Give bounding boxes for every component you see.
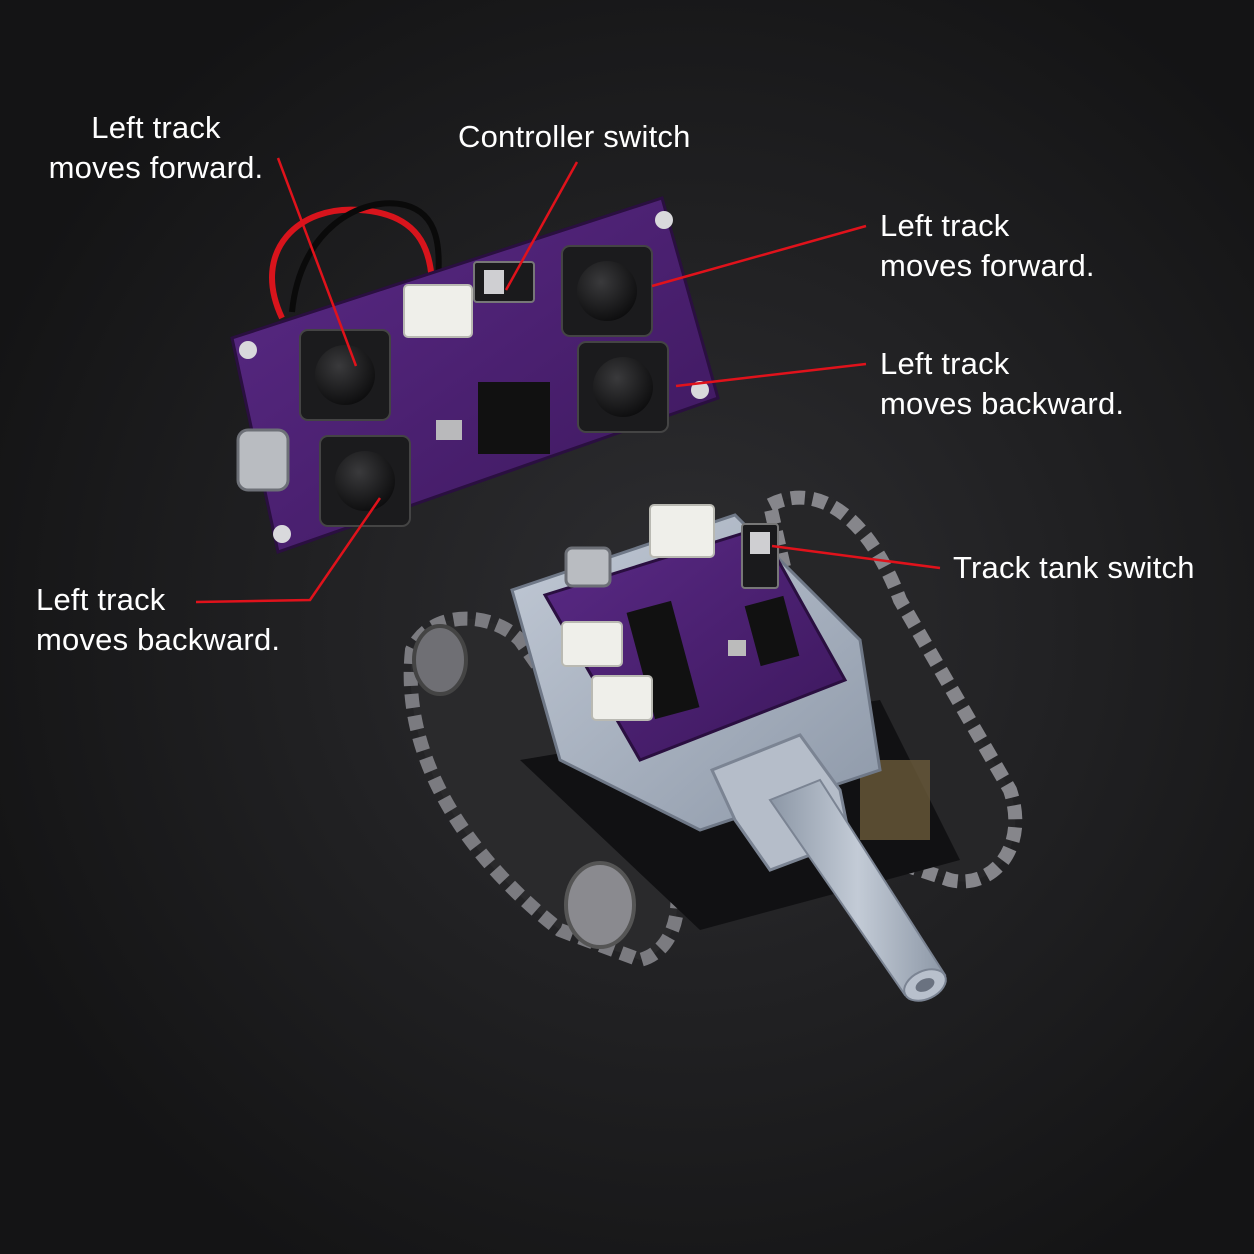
- mount-hole-icon: [273, 525, 291, 543]
- leader-line-controller-switch: [504, 161, 579, 291]
- left-track-icon: [403, 611, 685, 968]
- callout-left-track-backward-left: Left track moves backward.: [36, 580, 280, 660]
- leader-line-bottom-right: [675, 362, 867, 388]
- button-top-left-icon: [299, 329, 391, 421]
- tank-connector-icon: [649, 504, 715, 558]
- callout-left-track-backward-right: Left track moves backward.: [880, 344, 1124, 424]
- leader-lines: [195, 157, 941, 604]
- usb-c-port-icon: [236, 428, 290, 492]
- leader-line-top-right: [651, 224, 867, 288]
- callout-left-track-forward-top-right: Left track moves forward.: [880, 206, 1095, 286]
- callout-line: Left track: [36, 582, 166, 617]
- callout-track-tank-switch: Track tank switch: [953, 548, 1195, 588]
- callout-line: Left track: [91, 110, 221, 145]
- callout-line: moves forward.: [880, 248, 1095, 283]
- button-bottom-right-icon: [577, 341, 669, 433]
- button-bottom-left-icon: [319, 435, 411, 527]
- callout-line: Track tank switch: [953, 550, 1195, 585]
- track-tank: [403, 490, 1023, 1002]
- callout-line: moves forward.: [48, 150, 264, 185]
- callout-line: Controller switch: [458, 119, 691, 154]
- switch-slider-icon: [484, 270, 504, 294]
- mount-hole-icon: [655, 211, 673, 229]
- button-top-right-icon: [561, 245, 653, 337]
- callout-controller-switch: Controller switch: [458, 117, 691, 157]
- black-wire: [289, 200, 442, 313]
- crystal-icon: [728, 640, 746, 656]
- callout-line: moves backward.: [36, 622, 281, 657]
- callout-left-track-forward-top-left: Left track moves forward.: [42, 108, 270, 188]
- battery-connector-icon: [403, 284, 473, 338]
- leader-line-bottom-left: [195, 497, 382, 604]
- ic-chip-icon: [478, 382, 550, 454]
- crystal-icon: [436, 420, 462, 440]
- controller-board: [230, 196, 720, 554]
- driver-chip-icon: [744, 595, 800, 667]
- callout-line: Left track: [880, 346, 1010, 381]
- tank-connector-icon: [591, 675, 653, 721]
- tank-connector-icon: [561, 621, 623, 667]
- driver-chip-icon: [626, 600, 700, 720]
- callout-line: Left track: [880, 208, 1010, 243]
- leader-line-tank-switch: [771, 544, 941, 570]
- switch-slider-icon: [750, 532, 770, 554]
- callout-line: moves backward.: [880, 386, 1125, 421]
- usb-c-port-icon: [564, 546, 612, 588]
- barrel-bore-icon: [915, 978, 935, 992]
- mount-hole-icon: [239, 341, 257, 359]
- leader-line-top-left: [276, 157, 358, 367]
- mount-hole-icon: [691, 381, 709, 399]
